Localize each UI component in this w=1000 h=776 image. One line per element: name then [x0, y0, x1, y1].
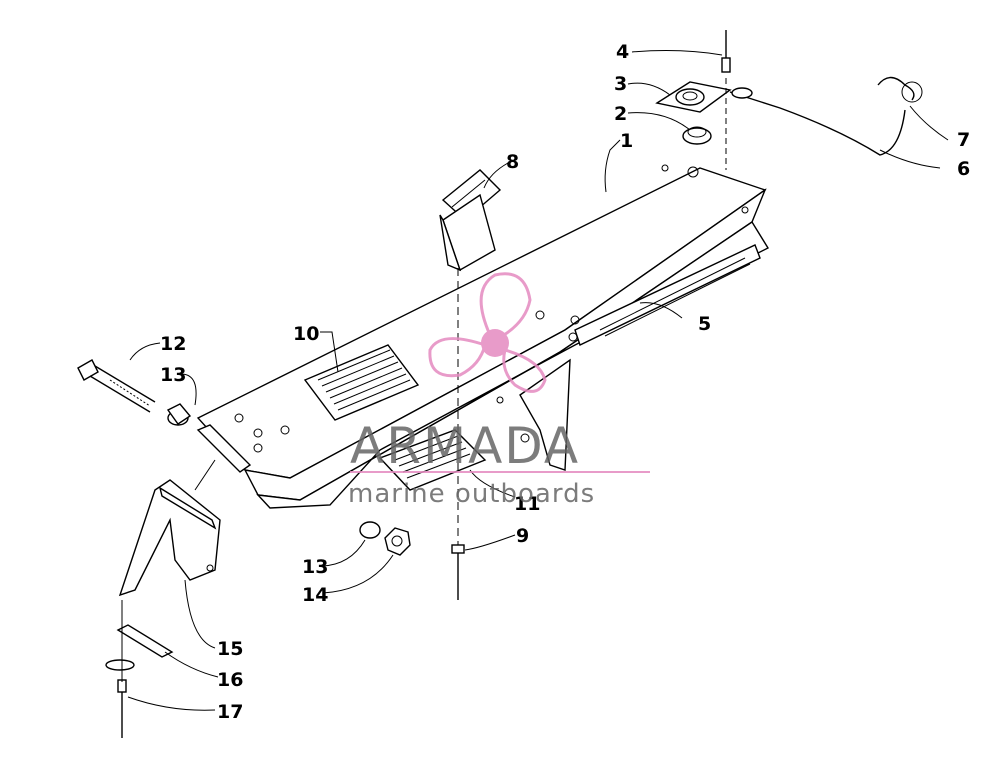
- callout-9: 9: [516, 525, 529, 547]
- nut-14: [384, 527, 411, 556]
- callout-7: 7: [957, 129, 970, 151]
- callout-8: 8: [506, 151, 519, 173]
- pivot-tube: [196, 424, 252, 473]
- decal-10-text-lines: [317, 349, 411, 411]
- callout-11: 11: [514, 493, 540, 515]
- watermark-tagline: marine outboards: [348, 479, 595, 509]
- callout-13-bottom: 13: [302, 556, 328, 578]
- decal-11: [378, 429, 487, 491]
- lanyard-cable-6: [729, 87, 906, 156]
- callout-15: 15: [217, 638, 243, 660]
- bracket-15: [118, 479, 221, 597]
- callout-10: 10: [293, 323, 319, 345]
- decal-11-text-lines: [394, 435, 471, 479]
- spacer-13-left: [166, 403, 192, 426]
- watermark-brand: ARMADA: [350, 417, 580, 475]
- callout-12: 12: [160, 333, 186, 355]
- bolt-9: [451, 268, 465, 600]
- callout-1: 1: [620, 130, 633, 152]
- plate-3: [655, 81, 732, 113]
- clip-bracket-8: [439, 169, 502, 272]
- spacer-13-right: [359, 521, 381, 539]
- callout-5: 5: [698, 313, 711, 335]
- callout-14: 14: [302, 584, 328, 606]
- callout-3: 3: [614, 73, 627, 95]
- propeller-icon: [428, 272, 547, 393]
- grommet-2: [682, 126, 712, 145]
- bolt-12: [77, 359, 156, 413]
- callout-numbers: 1 2 3 4 5 6 7 8 9 10 11 12 13 13 14 15 1…: [160, 41, 970, 723]
- decal-10: [303, 344, 420, 421]
- chassis-frame: [196, 164, 769, 509]
- clip-7: [877, 76, 923, 103]
- leader-lines: [127, 50, 949, 711]
- plate-16: [105, 624, 174, 671]
- callout-4: 4: [616, 41, 629, 63]
- callout-6: 6: [957, 158, 970, 180]
- pin-4: [721, 30, 731, 73]
- callout-2: 2: [614, 103, 627, 125]
- callout-17: 17: [217, 701, 243, 723]
- callout-16: 16: [217, 669, 243, 691]
- watermark-logo: ARMADA marine outboards: [348, 272, 650, 509]
- callout-13-top: 13: [160, 364, 186, 386]
- rivet-17: [117, 679, 127, 738]
